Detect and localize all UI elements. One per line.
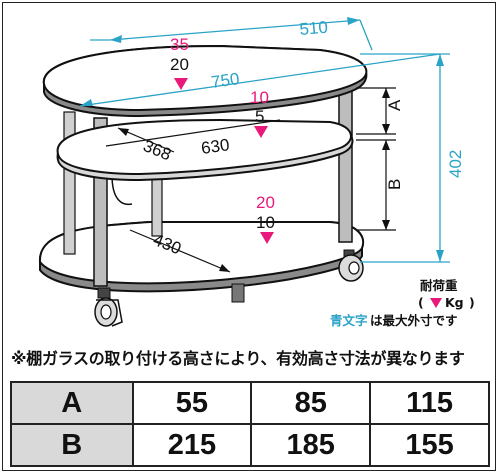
- table-cell: 215: [131, 423, 253, 467]
- load-bottom-max: 20: [256, 193, 275, 212]
- legend-title: 耐荷重: [420, 278, 458, 293]
- legend-blue-text: 青文字: [330, 313, 368, 328]
- blue-arrowheads: [80, 17, 444, 262]
- dim-height: 402: [446, 150, 465, 178]
- bottom-shelf: [38, 221, 365, 293]
- row-label-a: A: [10, 381, 134, 425]
- tv-stand-diagram: 510 750 402 368 630 430 A B 35 20 10 5 2…: [38, 17, 475, 328]
- height-table: A 55 85 115 B 215 185 155: [10, 381, 490, 467]
- blue-dimension-lines: [79, 19, 450, 263]
- caster-right: [338, 249, 364, 282]
- black-arrowheads: [118, 88, 390, 272]
- legend-blue-suffix: は最大外寸です: [370, 313, 458, 328]
- dim-shelf-width: 630: [200, 135, 231, 158]
- table-row: A 55 85 115: [10, 381, 490, 425]
- dim-gap-b: B: [385, 179, 404, 190]
- legend-unit: Kg: [445, 295, 464, 310]
- outer-frame: [2, 2, 496, 471]
- load-arrows: [174, 78, 442, 308]
- load-top-max: 35: [170, 35, 189, 54]
- load-middle: 5: [255, 107, 264, 126]
- legend-paren-close: ): [469, 295, 475, 310]
- caster-front-left: [94, 287, 123, 327]
- dim-length: 750: [210, 69, 241, 92]
- height-note: ※棚ガラスの取り付ける高さにより、有効高さ寸法が異なります: [11, 349, 465, 368]
- table-cell: 155: [369, 423, 490, 467]
- dim-gap-a: A: [385, 99, 404, 111]
- table-cell: 115: [369, 381, 490, 425]
- table-row: B 215 185 155: [10, 423, 490, 467]
- load-bottom: 10: [256, 213, 275, 232]
- table-cell: 85: [250, 381, 372, 425]
- top-shelf: [42, 44, 368, 118]
- caster-back-center: [231, 283, 245, 303]
- load-middle-max: 10: [250, 88, 269, 107]
- load-top: 20: [170, 55, 189, 74]
- table-cell: 55: [131, 381, 253, 425]
- row-label-b: B: [10, 423, 134, 467]
- legend-paren-open: (: [418, 295, 424, 310]
- dim-width-top: 510: [299, 18, 329, 39]
- table-cell: 185: [250, 423, 372, 467]
